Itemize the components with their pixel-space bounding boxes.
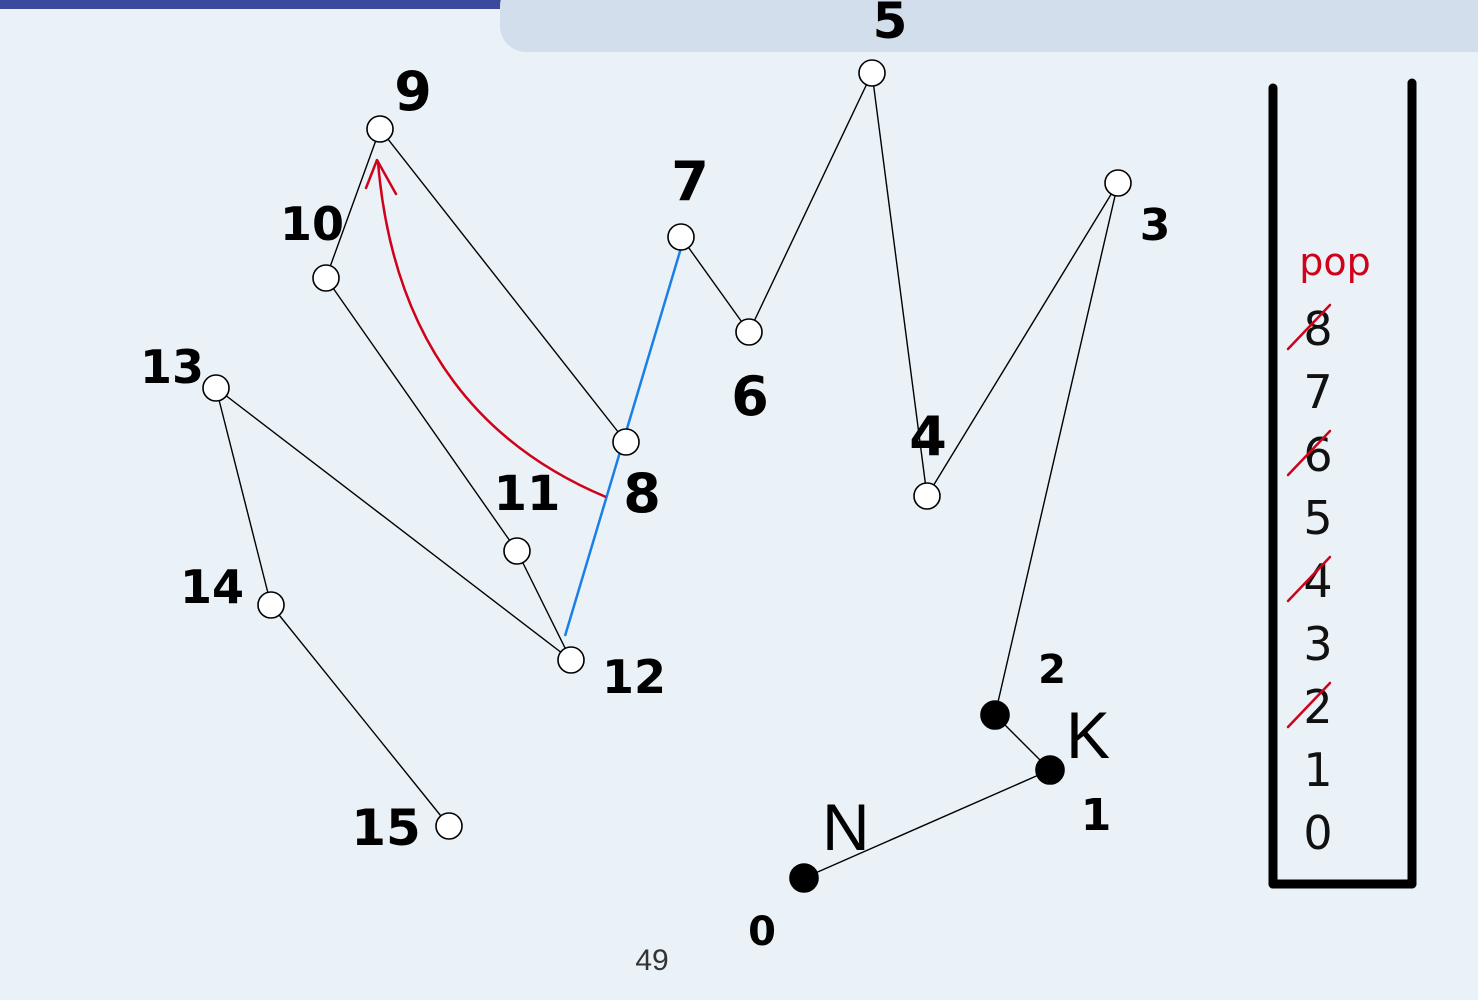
nodes-layer <box>202 59 1132 893</box>
stack-item-1: 1 <box>1303 743 1332 797</box>
stack-pop-label: pop <box>1299 240 1371 284</box>
node-label-9: 9 <box>394 60 432 123</box>
stack-item-5: 5 <box>1303 491 1332 545</box>
node-label-11: 11 <box>494 466 561 522</box>
stack-item-7: 7 <box>1303 365 1332 419</box>
edges-layer <box>215 72 1119 879</box>
edge-6-7 <box>680 236 750 333</box>
node-label-5: 5 <box>873 0 908 50</box>
edge-3-4 <box>926 182 1119 497</box>
node-label-6: 6 <box>731 365 769 428</box>
node-4 <box>913 482 941 510</box>
annotation-n: N <box>822 790 870 864</box>
node-2 <box>980 700 1010 730</box>
edge-0-1 <box>803 769 1051 879</box>
node-label-0: 0 <box>748 909 776 955</box>
node-15 <box>435 812 463 840</box>
edge-4-5 <box>871 72 928 497</box>
edge-5-6 <box>748 72 873 333</box>
page-number: 49 <box>635 944 669 977</box>
node-label-4: 4 <box>909 405 947 468</box>
node-0 <box>789 863 819 893</box>
stack-item-0: 0 <box>1303 806 1332 860</box>
node-label-13: 13 <box>140 340 204 394</box>
node-6 <box>735 318 763 346</box>
edge-9-10 <box>325 128 381 279</box>
node-5 <box>858 59 886 87</box>
stack-container <box>1268 78 1417 889</box>
annotation-k: K <box>1066 698 1110 772</box>
node-12 <box>557 646 585 674</box>
node-14 <box>257 591 285 619</box>
edge-12-13 <box>215 387 572 661</box>
node-3 <box>1104 169 1132 197</box>
node-label-7: 7 <box>671 150 709 213</box>
node-11 <box>503 537 531 565</box>
node-13 <box>202 374 230 402</box>
red-arrowhead-icon <box>364 158 398 196</box>
header-accent-bar <box>0 0 505 9</box>
header-banner <box>500 0 1478 52</box>
node-label-8: 8 <box>623 462 661 525</box>
node-8 <box>612 428 640 456</box>
stack-strike-4 <box>1286 555 1332 603</box>
edge-2-3 <box>994 182 1119 716</box>
stack-strike-2 <box>1286 681 1332 729</box>
node-9 <box>366 115 394 143</box>
node-label-3: 3 <box>1140 200 1171 251</box>
red-arrow-curve <box>376 161 607 499</box>
node-label-12: 12 <box>602 650 666 704</box>
node-label-1: 1 <box>1081 790 1112 841</box>
node-label-2: 2 <box>1038 647 1066 693</box>
edge-10-11 <box>325 277 518 552</box>
stack-strike-8 <box>1286 303 1332 351</box>
node-label-14: 14 <box>180 560 244 614</box>
node-10 <box>312 264 340 292</box>
edge-11-12 <box>516 550 572 661</box>
node-label-10: 10 <box>280 197 344 251</box>
node-label-15: 15 <box>351 799 421 857</box>
stack-strike-6 <box>1286 429 1332 477</box>
edge-14-15 <box>270 604 450 827</box>
edge-8-9 <box>379 128 627 443</box>
stack-item-3: 3 <box>1303 617 1332 671</box>
node-7 <box>667 223 695 251</box>
edge-13-14 <box>215 387 272 606</box>
node-1 <box>1035 755 1065 785</box>
